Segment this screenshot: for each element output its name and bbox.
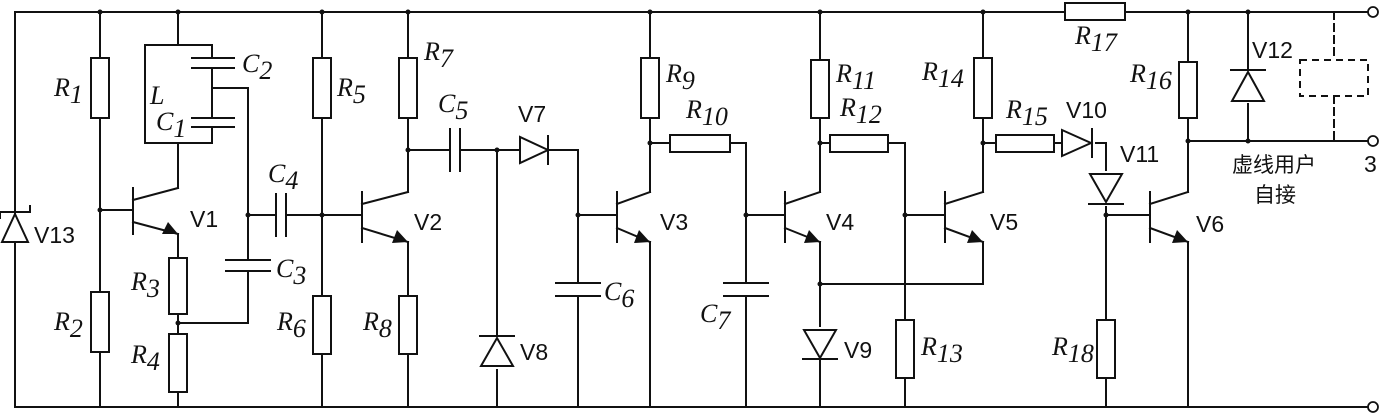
label-v4: V4 — [826, 209, 854, 235]
transistor-v2 — [360, 190, 410, 244]
resistor-r16 — [1178, 61, 1198, 119]
capacitor-c2 — [191, 57, 235, 69]
label-r17: R17 — [1074, 21, 1118, 57]
label-v5: V5 — [990, 209, 1018, 235]
resistor-r12 — [829, 134, 889, 153]
label-v2: V2 — [414, 209, 442, 235]
label-v10: V10 — [1066, 97, 1107, 123]
label-r12: R12 — [839, 93, 882, 129]
label-r11: R11 — [835, 59, 876, 95]
capacitors — [191, 57, 769, 297]
resistor-r1 — [90, 57, 110, 119]
capacitor-c1 — [191, 117, 235, 128]
transistor-v1 — [131, 186, 180, 236]
label-c4: C4 — [268, 159, 298, 195]
terminal-top-right — [1367, 6, 1379, 18]
capacitor-c4 — [275, 193, 287, 237]
resistor-r2 — [90, 291, 110, 353]
diode-v12 — [1230, 69, 1266, 102]
resistor-r6 — [312, 295, 332, 355]
label-v13: V13 — [34, 222, 75, 248]
supply-rails — [14, 6, 1379, 413]
terminal-3 — [1367, 135, 1379, 147]
label-c1: C1 — [156, 107, 186, 143]
label-r16: R16 — [1129, 59, 1172, 95]
resistor-r3 — [168, 257, 188, 315]
label-r8: R8 — [362, 307, 392, 343]
label-c3: C3 — [276, 254, 306, 290]
diode-v13 — [0, 205, 31, 243]
label-r6: R6 — [276, 307, 306, 343]
relay-coil-dashed — [1299, 59, 1369, 97]
label-r14: R14 — [921, 57, 964, 93]
label-v8: V8 — [520, 339, 548, 365]
label-r15: R15 — [1005, 95, 1048, 131]
label-r3: R3 — [130, 267, 160, 303]
label-r4: R4 — [130, 340, 160, 376]
resistor-r7 — [398, 57, 418, 119]
label-r9: R9 — [665, 59, 695, 95]
label-l: L — [149, 81, 164, 110]
label-r7: R7 — [423, 37, 454, 73]
label-r18: R18 — [1051, 332, 1094, 368]
labels: R1 R2 R3 R4 R5 R6 R7 R8 R9 R10 R11 R12 R… — [34, 21, 1377, 376]
wires — [14, 11, 1335, 408]
transistor-v6 — [1148, 190, 1190, 244]
resistors — [90, 2, 1198, 393]
label-v9: V9 — [844, 337, 872, 363]
diode-v7 — [519, 135, 553, 165]
label-v11: V11 — [1120, 141, 1159, 167]
resistor-r17 — [1064, 2, 1126, 21]
junction-dots — [97, 9, 1251, 326]
label-c5: C5 — [438, 89, 468, 125]
label-c6: C6 — [604, 277, 634, 313]
transistor-v4 — [783, 190, 822, 244]
label-v12: V12 — [1252, 37, 1293, 63]
capacitor-c7 — [723, 282, 769, 297]
capacitor-c6 — [555, 282, 601, 297]
terminal-bottom-right — [1367, 401, 1379, 413]
diode-v9 — [802, 329, 838, 361]
resistor-r13 — [895, 319, 915, 379]
note-user-connect-line1: 虚线用户 — [1232, 153, 1316, 177]
label-terminal-3: 3 — [1364, 151, 1377, 177]
label-r10: R10 — [685, 95, 728, 131]
note-user-connect-line2: 自接 — [1254, 183, 1296, 207]
resistor-r18 — [1096, 319, 1116, 379]
capacitor-c3 — [225, 259, 271, 272]
label-v3: V3 — [660, 209, 688, 235]
resistor-r14 — [973, 57, 993, 119]
resistor-r4 — [168, 333, 188, 393]
label-r2: R2 — [53, 307, 83, 343]
transistor-v3 — [615, 190, 652, 244]
label-r1: R1 — [53, 73, 83, 109]
label-v6: V6 — [1196, 211, 1224, 237]
label-c7: C7 — [700, 299, 731, 335]
resistor-r9 — [640, 57, 660, 119]
label-r13: R13 — [920, 332, 963, 368]
capacitor-c5 — [449, 128, 461, 172]
label-v7: V7 — [518, 101, 546, 127]
label-v1: V1 — [190, 206, 218, 232]
resistor-r8 — [398, 295, 418, 355]
label-c2: C2 — [242, 49, 272, 85]
label-r5: R5 — [336, 73, 366, 109]
resistor-r5 — [312, 57, 332, 119]
diode-v11 — [1088, 173, 1124, 205]
resistor-r15 — [995, 134, 1055, 153]
diode-v10 — [1061, 128, 1094, 158]
resistor-r11 — [810, 59, 830, 119]
transistor-v5 — [943, 190, 985, 244]
diode-v8 — [479, 335, 515, 367]
resistor-r10 — [669, 134, 731, 153]
